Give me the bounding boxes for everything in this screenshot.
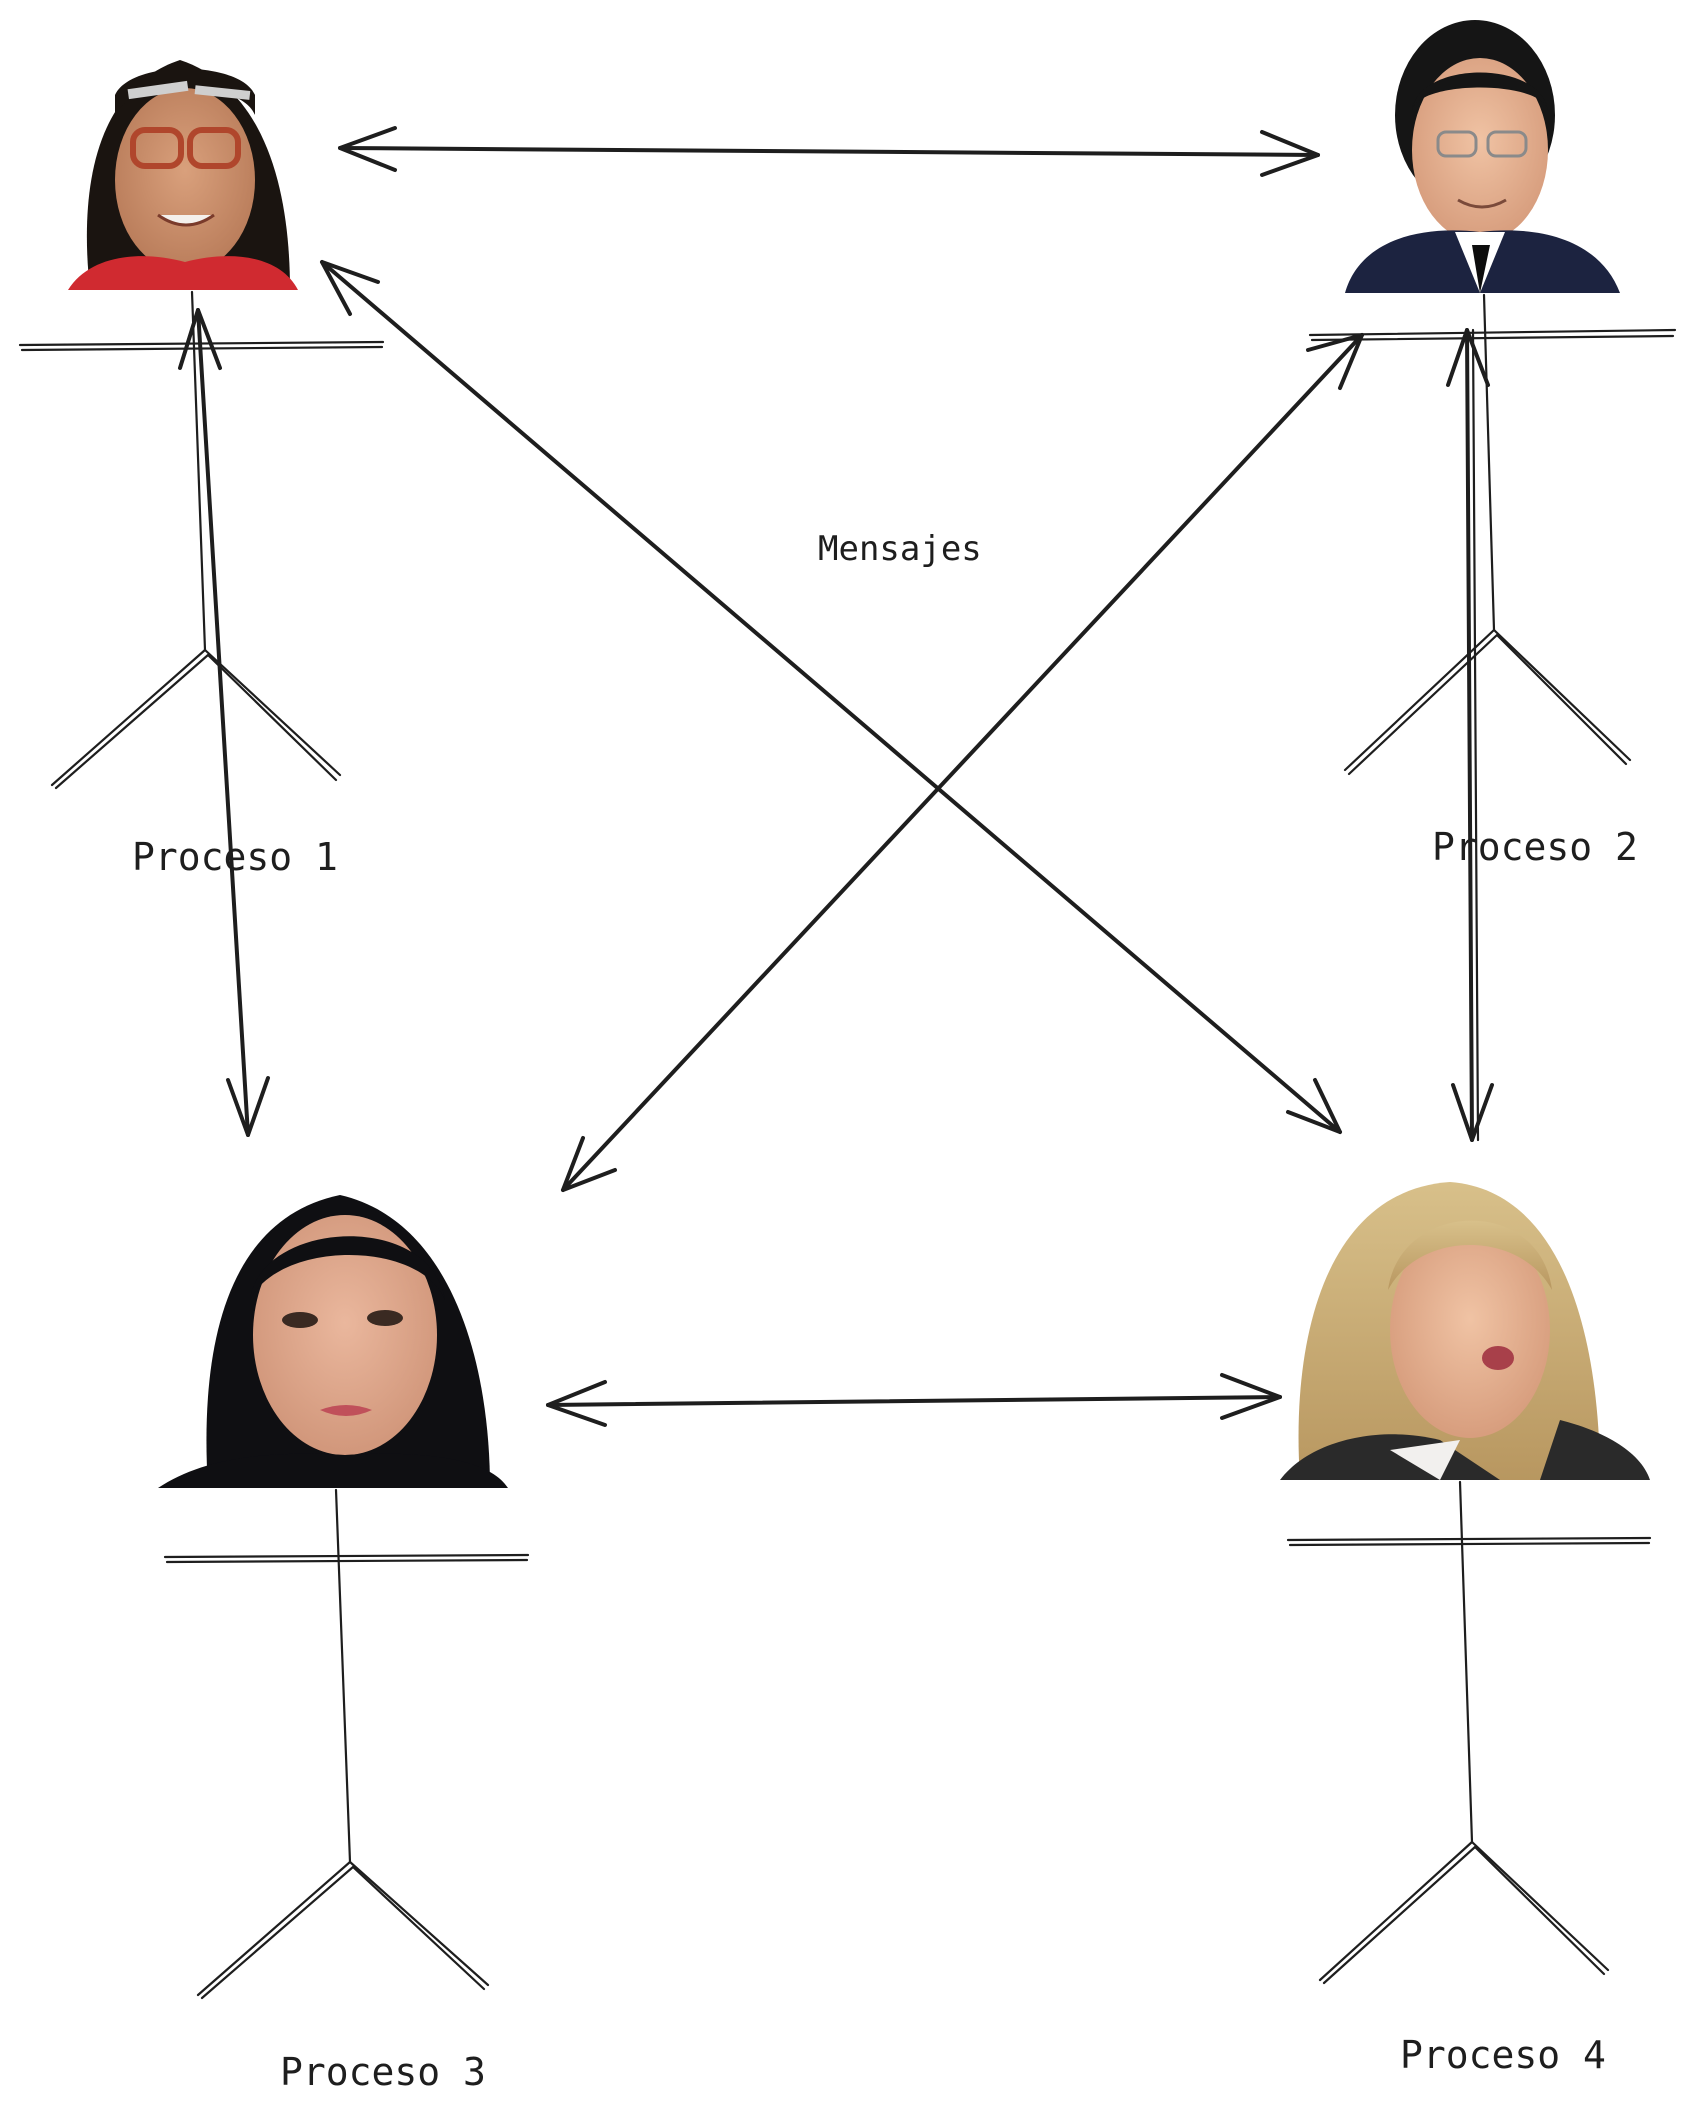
figure-arms bbox=[1286, 1536, 1652, 1542]
woman-glasses-braces-portrait bbox=[68, 50, 298, 290]
figure-legs bbox=[1318, 1840, 1610, 1982]
process-2: Proceso 2 bbox=[1308, 15, 1677, 869]
figure-body bbox=[1458, 1480, 1474, 1844]
messages-label: Mensajes bbox=[818, 529, 982, 569]
process-label: Proceso 2 bbox=[1432, 825, 1638, 869]
figure-legs bbox=[50, 648, 342, 787]
figure-body bbox=[334, 1488, 352, 1864]
process-label: Proceso 1 bbox=[132, 835, 338, 879]
process-1: Proceso 1 bbox=[18, 50, 385, 879]
arrow-p1-p4 bbox=[320, 260, 1342, 1134]
message-arrows bbox=[178, 126, 1494, 1427]
woman-blonde-hair-portrait bbox=[1280, 1180, 1650, 1480]
figure-arms bbox=[163, 1553, 530, 1559]
process-4: Proceso 4 bbox=[1280, 1180, 1652, 2077]
woman-dark-hair-portrait bbox=[158, 1192, 508, 1488]
arrow-p3-p4 bbox=[546, 1373, 1282, 1427]
process-3: Proceso 3 bbox=[158, 1192, 530, 2094]
figure-legs bbox=[1343, 628, 1632, 772]
figure-arms bbox=[1308, 328, 1677, 337]
process-label: Proceso 3 bbox=[280, 2050, 486, 2094]
figure-body bbox=[190, 290, 207, 652]
arrow-p2-p4 bbox=[1446, 328, 1494, 1142]
figure-legs bbox=[196, 1860, 490, 1997]
arrow-p1-p3 bbox=[178, 308, 270, 1137]
arrow-p1-p2 bbox=[338, 126, 1320, 177]
figure-body bbox=[1482, 293, 1496, 632]
process-label: Proceso 4 bbox=[1400, 2033, 1606, 2077]
arrow-p2-p3 bbox=[561, 333, 1364, 1192]
man-suit-glasses-portrait bbox=[1345, 15, 1620, 293]
